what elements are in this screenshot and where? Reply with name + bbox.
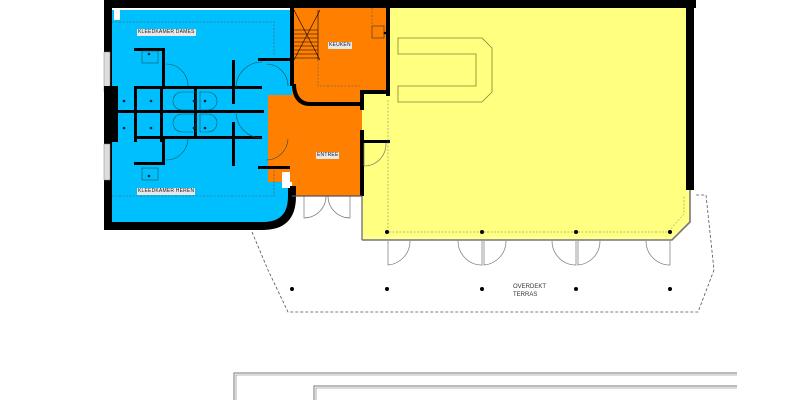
wall-bottom-curve <box>104 186 296 230</box>
wall-kitchen-bottom <box>292 84 364 106</box>
changing-walls <box>104 48 290 169</box>
fixtures <box>112 21 289 197</box>
hall-dashed <box>387 100 685 233</box>
entrance-doors <box>292 195 362 219</box>
bar-counter <box>397 37 493 103</box>
drain-points <box>122 52 207 178</box>
label-kleedkamer-heren: KLEEDKAMER HEREN <box>137 188 196 195</box>
main-hall <box>362 6 690 240</box>
columns <box>290 230 672 291</box>
wall-kitchen-left <box>290 8 294 86</box>
label-keuken: KEUKEN <box>328 42 352 49</box>
kitchen-sink <box>371 25 385 39</box>
terrace-outline <box>251 194 715 313</box>
window-left-2 <box>103 143 111 181</box>
wall-top <box>104 0 696 8</box>
wall-kitchen-step <box>362 90 390 94</box>
hall-doors <box>363 142 671 266</box>
window-topleft <box>114 8 120 20</box>
kitchen-area <box>292 6 388 108</box>
label-kleedkamer-dames: KLEEDKAMER DAMES <box>137 29 196 36</box>
label-entree: ENTREE <box>316 152 340 159</box>
wall-entrance-right <box>360 130 364 196</box>
label-terras-line1: OVERDEKT <box>513 284 547 290</box>
kitchen-dashed <box>317 60 362 87</box>
wall-right <box>686 0 694 190</box>
hall-facade <box>362 190 691 241</box>
wall-entrance-stub <box>362 140 390 143</box>
staircase <box>293 9 321 61</box>
wall-entrance-right-top <box>360 90 364 110</box>
shaft <box>282 172 290 188</box>
wall-kitchen-right <box>386 8 390 96</box>
lower-building-outline <box>233 372 737 400</box>
label-terras-line2: TERRAS <box>513 292 538 298</box>
entrance-area <box>262 90 362 196</box>
